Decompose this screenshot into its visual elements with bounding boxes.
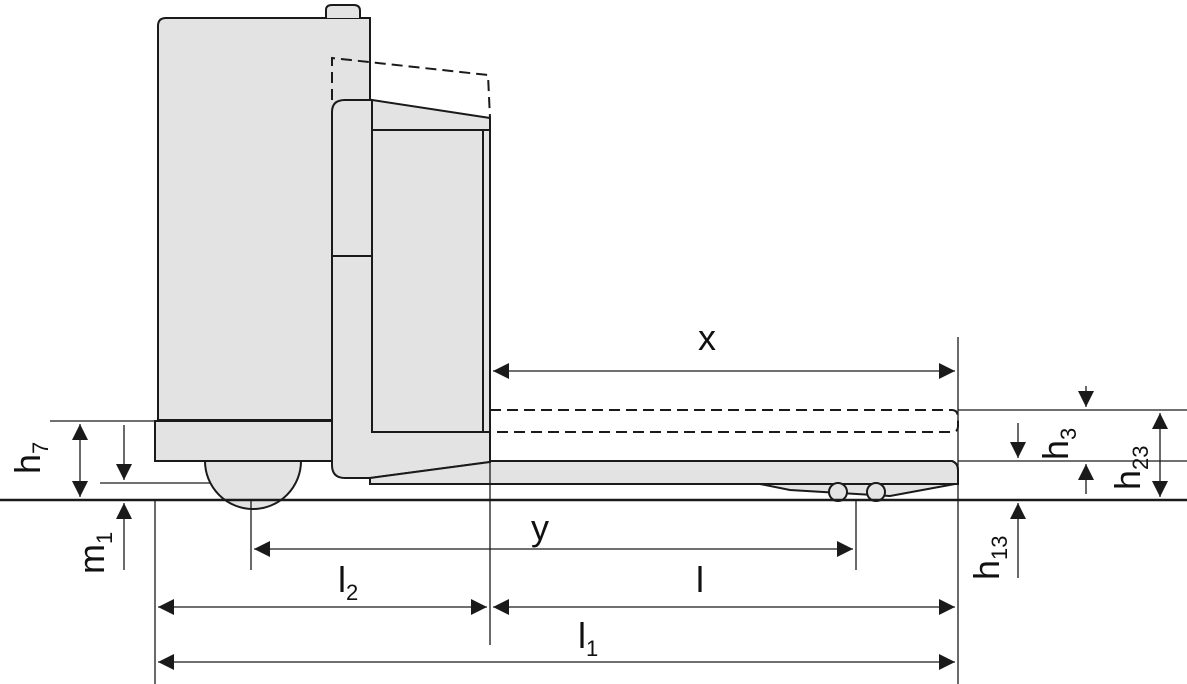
label-h13-sub: 13 (987, 535, 1012, 559)
dimension-labels: x y l2 l l1 h7 m1 h13 h3 h23 (7, 317, 1153, 661)
label-h3-main: h (1035, 440, 1076, 460)
label-h13-main: h (966, 560, 1007, 580)
label-h7-sub: 7 (28, 442, 53, 454)
fork-underside (759, 483, 956, 498)
load-roller-1 (828, 482, 848, 502)
label-h13: h13 (966, 535, 1012, 580)
chassis-base (154, 420, 336, 462)
label-l2: l2 (338, 559, 358, 605)
label-h7: h7 (7, 442, 53, 474)
label-l1-sub: 1 (586, 636, 598, 661)
label-l: l (696, 559, 704, 600)
label-l2-sub: 2 (346, 580, 358, 605)
label-m1-sub: 1 (92, 532, 117, 544)
tiller-handle (325, 4, 361, 18)
label-h23: h23 (1107, 445, 1153, 490)
raised-fork-outline (490, 409, 959, 433)
label-x: x (698, 317, 716, 358)
drive-wheel (203, 460, 303, 510)
label-l-main: l (696, 559, 704, 600)
label-h3-sub: 3 (1056, 428, 1081, 440)
label-h23-main: h (1107, 470, 1148, 490)
load-backrest (371, 98, 491, 433)
label-h23-sub: 23 (1128, 445, 1153, 469)
label-l1-main: l (578, 615, 586, 656)
label-l1: l1 (578, 615, 598, 661)
truck-drawing (154, 4, 959, 510)
label-y: y (531, 507, 549, 548)
label-h3: h3 (1035, 428, 1081, 460)
raised-backrest-outline (331, 56, 491, 119)
dimension-lines (50, 337, 1187, 684)
label-l2-main: l (338, 559, 346, 600)
load-roller-2 (866, 482, 886, 502)
label-x-main: x (698, 317, 716, 358)
label-m1: m1 (71, 532, 117, 574)
label-m1-main: m (71, 544, 112, 574)
label-h7-main: h (7, 454, 48, 474)
label-y-main: y (531, 507, 549, 548)
